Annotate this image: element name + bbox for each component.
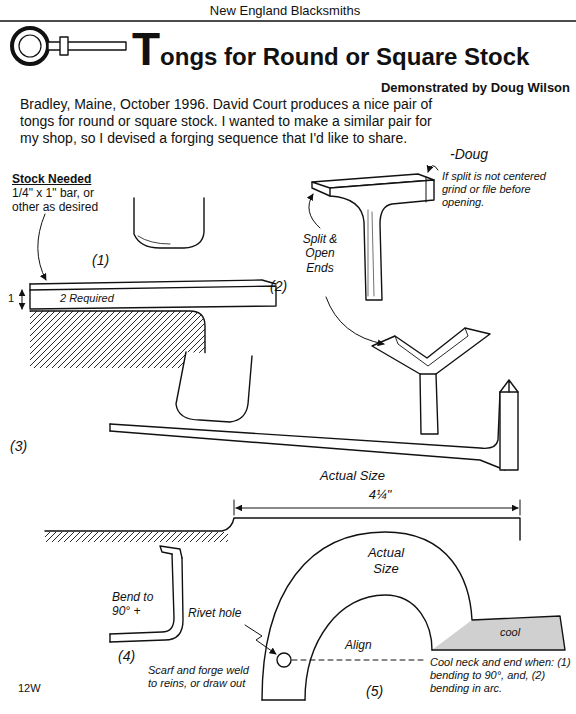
callout-number: (1) [92, 252, 122, 269]
callout-number: (4) [118, 648, 148, 665]
hammer-face [176, 352, 252, 422]
dimension-tick [234, 500, 520, 515]
signature: -Doug [450, 146, 510, 163]
arc-inner [305, 595, 432, 700]
callout-number: (3) [10, 438, 40, 455]
bent-piece-hook [160, 546, 182, 558]
logo-collar [60, 37, 68, 55]
hammer-face [134, 198, 204, 248]
step-note: Scarf and forge weld to reins, or draw o… [148, 664, 256, 690]
stock-note: 1/4" x 1" bar, or other as desired [12, 186, 122, 215]
bar-top [30, 280, 276, 284]
dimension-line [22, 290, 23, 309]
bar-edge [29, 284, 30, 290]
byline: Demonstrated by Doug Wilson [330, 80, 570, 96]
bent-piece-inner [110, 554, 174, 634]
split-line [426, 177, 427, 202]
bar-front [30, 286, 276, 309]
anvil-outline [30, 311, 205, 368]
split-end-top [500, 380, 518, 392]
leader-line [309, 194, 320, 228]
opened-stem [420, 374, 438, 434]
anvil-hatch [30, 311, 205, 368]
leader-line [38, 214, 46, 280]
split-end [500, 392, 518, 470]
shading [368, 210, 374, 296]
drawn-bar-end [109, 424, 110, 431]
dimension-label: 4¼" [356, 487, 404, 503]
step-note: Split & Open Ends [298, 232, 342, 275]
anvil-hatch [45, 532, 228, 542]
page-title: Tongs for Round or Square Stock [132, 24, 529, 75]
region-label: cool [500, 626, 544, 639]
side-note: If split is not centered grind or file b… [442, 170, 570, 210]
rivet-hole [277, 653, 291, 667]
section-heading: Stock Needed [12, 172, 122, 186]
callout-number: (2) [270, 278, 300, 295]
callout-number: (5) [366, 683, 396, 700]
dimension-label: 1 [8, 292, 20, 305]
opened-ends [372, 328, 490, 374]
side-note: Cool neck and end when: (1) bending to 9… [430, 656, 572, 696]
header-rule [0, 20, 576, 21]
intro-paragraph: Bradley, Maine, October 1996. David Cour… [20, 96, 445, 146]
align-line [292, 660, 425, 661]
logo-ring [12, 28, 48, 64]
drawn-bar-bottom [110, 431, 505, 470]
scale-note: Actual Size [358, 545, 414, 576]
leader-line [428, 165, 438, 172]
bent-bar-front [330, 180, 434, 300]
page-number: 12W [18, 682, 58, 695]
scale-note: Actual Size [320, 468, 420, 484]
running-header: New England Blacksmiths [0, 3, 573, 19]
opened-ends-inner [395, 328, 468, 366]
leader-line [245, 625, 276, 654]
part-label: Align [345, 638, 395, 652]
bent-bar-edge [312, 182, 330, 196]
drawn-bar-top [110, 392, 500, 448]
hammer-shade [138, 236, 170, 244]
logo-ring-inner [19, 35, 41, 57]
bar-note: 2 Required [60, 292, 140, 305]
dimension-line [236, 508, 518, 509]
cool-region [432, 616, 565, 650]
leader-line [326, 297, 384, 344]
arc-end [262, 699, 305, 700]
bent-piece-end [109, 634, 110, 642]
part-label: Rivet hole [188, 606, 258, 620]
step-note: Bend to 90° + [112, 590, 170, 619]
